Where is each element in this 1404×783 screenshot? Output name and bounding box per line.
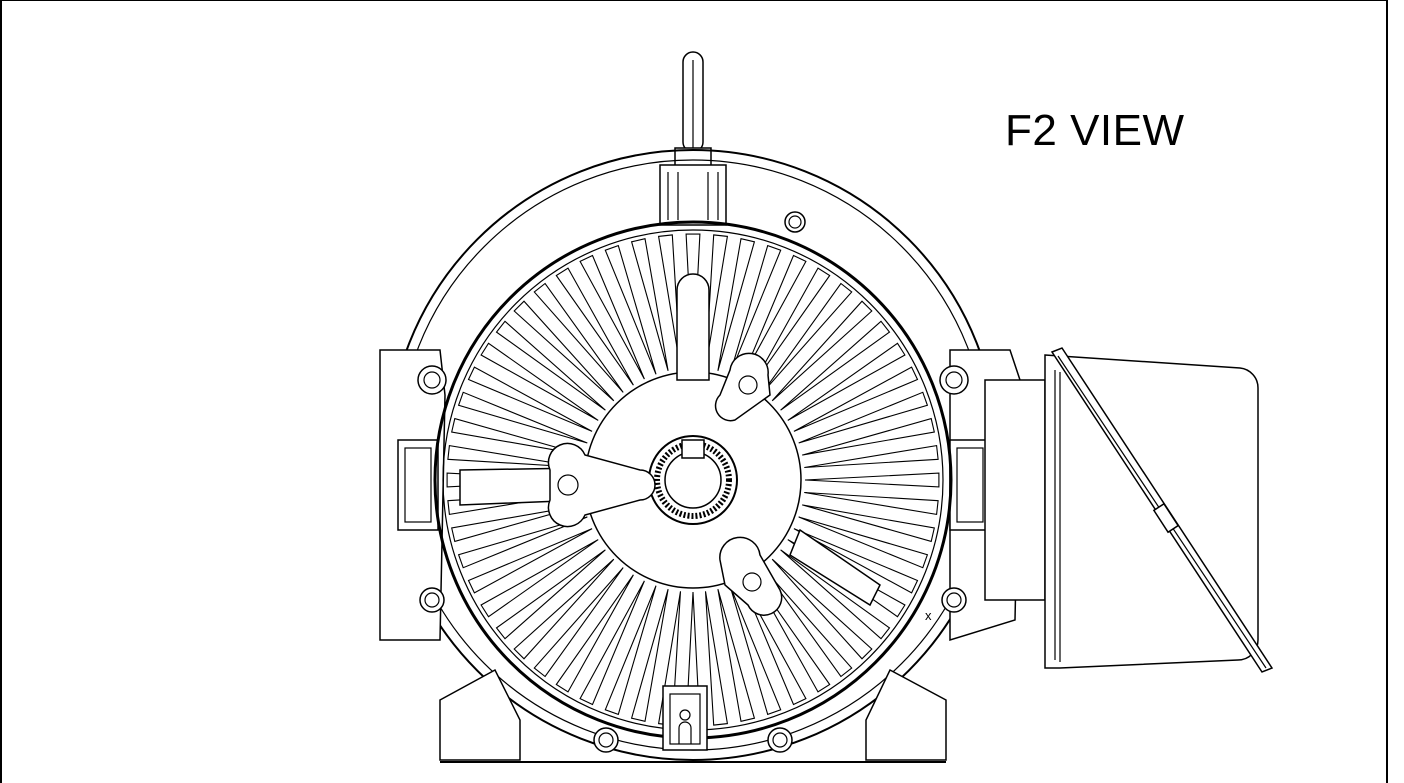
cooling-fin xyxy=(630,238,669,371)
cooling-fin xyxy=(752,267,831,386)
cooling-fin xyxy=(787,342,906,421)
cooling-fin xyxy=(729,585,782,716)
cooling-fin xyxy=(704,591,729,726)
cooling-fin xyxy=(630,589,669,722)
cooling-fin xyxy=(579,580,645,706)
cooling-fin xyxy=(804,491,939,516)
cooling-fin xyxy=(793,366,919,432)
cooling-fin xyxy=(762,567,853,678)
cooling-fin xyxy=(729,244,782,375)
cooling-fin xyxy=(579,254,645,380)
bolt-lug-top xyxy=(714,352,771,422)
bolt-lug-bottom xyxy=(719,536,783,616)
cooling-fin xyxy=(457,391,588,444)
cooling-fin xyxy=(533,567,624,678)
cooling-fin xyxy=(495,549,606,640)
cooling-fin xyxy=(604,244,657,375)
cooling-fin xyxy=(467,528,593,594)
cooling-fin xyxy=(480,539,599,618)
cooling-fin xyxy=(762,282,853,393)
terminal-box xyxy=(984,347,1274,673)
cooling-fin xyxy=(798,391,929,444)
cooling-fin xyxy=(457,516,588,569)
cooling-fin xyxy=(717,589,756,722)
drain-plug xyxy=(662,685,708,751)
cooling-fin xyxy=(802,417,935,456)
cooling-fin xyxy=(533,282,624,393)
cooling-fin xyxy=(495,320,606,411)
cooling-fin xyxy=(780,320,891,411)
lifting-eye xyxy=(674,51,712,167)
view-label: F2 VIEW xyxy=(1005,106,1185,155)
cooling-fin xyxy=(793,528,919,594)
cooling-fin xyxy=(804,472,940,488)
cooling-fin xyxy=(555,267,634,386)
cooling-fin xyxy=(513,558,615,660)
frame-border-left xyxy=(0,0,2,783)
cooling-fin xyxy=(513,300,615,402)
cooling-fin xyxy=(741,254,807,380)
cooling-fin xyxy=(802,504,935,543)
cooling-fin xyxy=(771,300,873,402)
cooling-fin xyxy=(804,444,939,469)
cooling-fin xyxy=(798,516,929,569)
cooling-fin xyxy=(467,366,593,432)
cooling-fin xyxy=(555,574,634,693)
corner-mark-text: x xyxy=(925,608,932,623)
bolt-lug-left xyxy=(547,442,656,528)
cooling-fin xyxy=(771,558,873,660)
cooling-fin xyxy=(451,417,584,456)
fan-hub xyxy=(459,273,881,616)
cooling-fin xyxy=(480,342,599,421)
cooling-fin xyxy=(780,549,891,640)
cooling-fin xyxy=(717,238,756,371)
cooling-fin xyxy=(604,585,657,716)
